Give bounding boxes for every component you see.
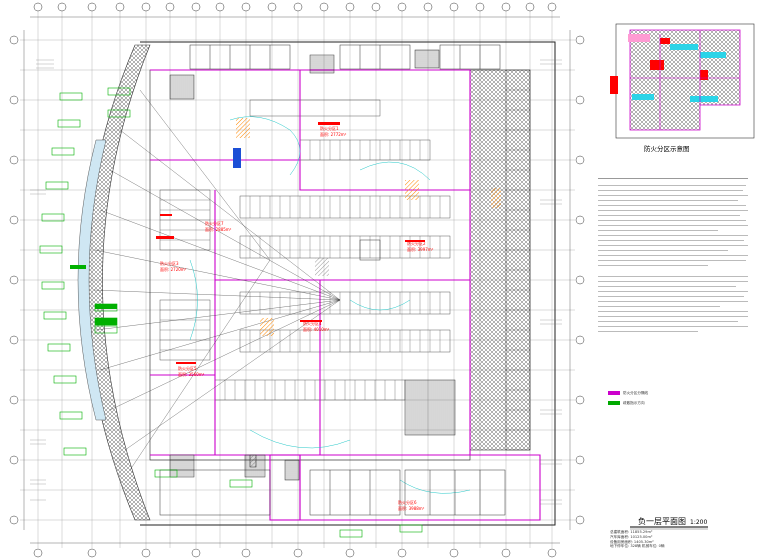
axis-bubbles-right — [575, 35, 585, 525]
ramps — [233, 148, 241, 168]
zone-label: 防火分区2 — [407, 240, 426, 246]
zone-label: 防火分区7 — [205, 220, 224, 226]
stat-line: 地下停车位: 328辆 机械车位: 0辆 — [610, 544, 665, 549]
zone-label: 防火分区5 — [178, 365, 197, 371]
zone-area: 面积: 2772m² — [320, 131, 347, 137]
evacuation-lines — [93, 89, 341, 471]
plan-title-text: 负一层平面图 — [638, 517, 686, 526]
legend-swatch — [608, 401, 620, 405]
zone-area: 面积: 3997m² — [407, 246, 434, 252]
plan-scale: 1:200 — [690, 519, 708, 526]
axis-bubbles-bottom — [33, 548, 557, 558]
service-rooms — [159, 44, 506, 516]
evacuation-tag-fills — [70, 265, 117, 325]
title-underline — [630, 526, 708, 530]
stat-line: 总建筑面积: 11855.29m² — [610, 530, 653, 534]
axis-bubbles-top — [33, 2, 557, 12]
dimension-lines — [23, 16, 571, 544]
stair-cores — [169, 49, 456, 481]
legend-item: 疏散指示方向 — [608, 398, 648, 408]
plan-title: 负一层平面图 1:200 — [638, 516, 707, 527]
zone-area: 面积: 2720m² — [160, 266, 187, 272]
ramp-zone — [469, 69, 531, 451]
area-statistics: 总建筑面积: 11855.29m² 汽车库面积: 10125.00m² 设备用房… — [610, 530, 755, 549]
zone-label: 防火分区3 — [160, 260, 179, 266]
sprinkler-circuits — [189, 116, 471, 494]
fire-zone-keyplan — [610, 23, 755, 139]
stat-line: 设备用房面积: 1405.30m² — [610, 539, 654, 544]
small-annotations — [30, 59, 562, 505]
zone-area: 面积: 2885m² — [205, 226, 232, 232]
zone-label: 防火分区4 — [303, 320, 322, 326]
zone-area: 面积: 3560m² — [178, 371, 205, 377]
keyplan-title: 防火分区示意图 — [644, 145, 690, 153]
legend-swatch — [608, 391, 620, 395]
red-highlights — [156, 122, 425, 364]
design-notes — [598, 178, 750, 332]
stat-line: 汽车库面积: 10125.00m² — [610, 534, 653, 539]
axis-bubbles-left — [9, 35, 19, 525]
zone-area: 面积: 4010m² — [303, 326, 330, 332]
zone-area: 面积: 3988m² — [398, 505, 425, 511]
evacuation-tags — [39, 87, 423, 538]
zone-label: 防火分区6 — [398, 499, 417, 505]
zone-label: 防火分区1 — [320, 125, 339, 131]
zone-labels: 防火分区1 面积: 2772m² 防火分区2 面积: 3997m² 防火分区3 … — [160, 125, 434, 511]
legend-item: 防火分区分隔线 — [608, 388, 648, 398]
curved-facade — [77, 44, 151, 521]
legend: 防火分区分隔线 疏散指示方向 — [608, 388, 648, 408]
shafts — [236, 118, 501, 336]
